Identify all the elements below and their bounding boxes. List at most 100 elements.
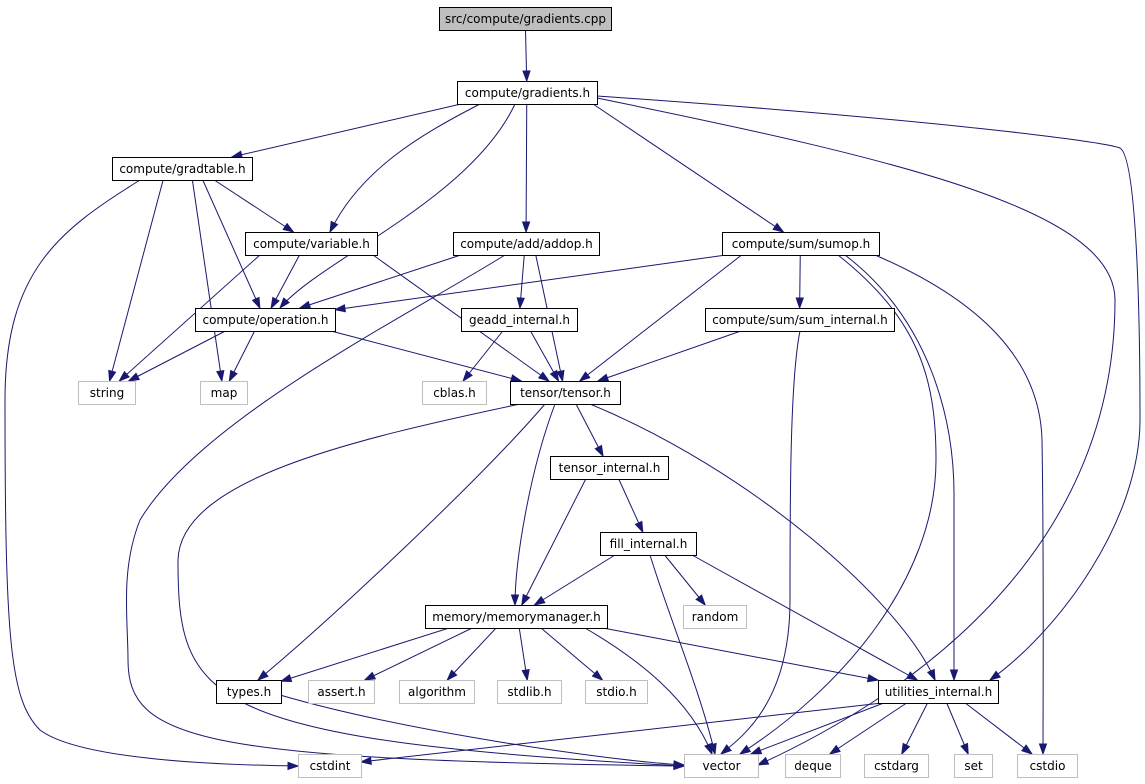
edge-variable_h-to-tensor_h — [372, 254, 551, 382]
node-set: set — [954, 754, 993, 778]
edge-fill_internal_h-to-random — [664, 554, 707, 607]
edge-memorymanager_h-to-stdlib_h — [518, 627, 530, 682]
arrowhead — [695, 594, 707, 607]
node-types-h[interactable]: types.h — [216, 680, 282, 704]
edge-geadd_internal_h-to-cblas_h — [462, 330, 504, 383]
node-box — [550, 456, 669, 480]
arrowhead — [1021, 744, 1034, 755]
arrowhead — [704, 742, 713, 756]
arrowhead — [108, 369, 117, 383]
edge-path — [534, 554, 616, 606]
node-box — [439, 7, 612, 31]
node-label: types.h — [227, 685, 271, 699]
node-label: compute/operation.h — [202, 313, 328, 327]
arrowhead — [363, 671, 377, 681]
edge-memorymanager_h-to-utilities_internal_h — [602, 627, 880, 683]
node-gradients-cpp[interactable]: src/compute/gradients.cpp — [439, 7, 612, 31]
node-label: random — [692, 610, 739, 624]
node-box — [308, 680, 375, 704]
edge-path — [514, 403, 556, 606]
arrowhead — [521, 668, 530, 682]
edge-sumop_h-to-sum_internal_h — [795, 254, 804, 310]
node-box — [705, 308, 895, 332]
node-box — [425, 605, 608, 629]
edge-fill_internal_h-to-utilities_internal_h — [691, 554, 919, 681]
node-sumop-h[interactable]: compute/sum/sumop.h — [722, 232, 880, 256]
node-addop-h[interactable]: compute/add/addop.h — [453, 232, 600, 256]
edge-path — [191, 179, 223, 382]
edge-path — [279, 103, 516, 309]
arrowhead — [279, 674, 293, 683]
node-label: cstdarg — [874, 759, 919, 773]
arrowhead — [828, 744, 841, 755]
node-fill-internal-h[interactable]: fill_internal.h — [600, 532, 697, 556]
node-label: cstdio — [1030, 759, 1066, 773]
edge-path — [446, 627, 497, 681]
edge-gradtable_h-to-variable_h — [213, 179, 295, 233]
node-label: algorithm — [408, 685, 466, 699]
edge-sumop_h-to-vector — [738, 254, 937, 755]
node-sum-internal-h[interactable]: compute/sum/sum_internal.h — [705, 308, 895, 332]
node-box — [200, 381, 248, 405]
node-memorymanager-h[interactable]: memory/memorymanager.h — [425, 605, 608, 629]
arrowhead — [949, 669, 959, 682]
edge-path — [540, 627, 603, 681]
edge-path — [589, 403, 936, 681]
node-box — [785, 754, 841, 778]
node-box — [1017, 754, 1078, 778]
edge-path — [829, 702, 907, 755]
arrowhead — [516, 297, 525, 310]
node-gradients-h[interactable]: compute/gradients.h — [457, 81, 598, 105]
edge-gradients_h-to-operation_h — [279, 103, 516, 310]
edge-path — [844, 254, 955, 681]
node-box — [399, 680, 475, 704]
edge-fill_internal_h-to-vector — [649, 554, 717, 756]
node-tensor-h[interactable]: tensor/tensor.h — [510, 381, 621, 405]
arrowhead — [251, 296, 261, 310]
arrowhead — [359, 756, 372, 765]
node-variable-h[interactable]: compute/variable.h — [245, 232, 378, 256]
edge-fill_internal_h-to-memorymanager_h — [533, 554, 616, 606]
node-operation-h[interactable]: compute/operation.h — [195, 308, 336, 332]
node-utilities-internal-h[interactable]: utilities_internal.h — [878, 680, 999, 704]
edge-path — [691, 554, 918, 681]
arrowhead — [216, 370, 225, 383]
node-cstdint: cstdint — [298, 754, 362, 778]
edge-memorymanager_h-to-assert_h — [363, 627, 473, 681]
edge-layer — [4, 29, 1141, 771]
node-label: compute/variable.h — [253, 237, 370, 251]
edge-memorymanager_h-to-algorithm — [446, 627, 497, 682]
node-cblas-h: cblas.h — [422, 381, 487, 405]
edge-gradients_cpp-to-gradients_h — [522, 29, 531, 83]
edge-tensor_internal_h-to-memorymanager_h — [521, 478, 587, 607]
arrowhead — [926, 668, 936, 682]
edge-path — [521, 478, 587, 606]
node-gradtable-h[interactable]: compute/gradtable.h — [112, 157, 253, 181]
edge-path — [231, 103, 462, 158]
arrowhead — [521, 593, 531, 607]
edge-addop_h-to-geadd_internal_h — [516, 254, 525, 310]
arrowhead — [1038, 743, 1048, 756]
node-stdio-h: stdio.h — [585, 680, 648, 704]
edge-utilities_internal_h-to-vector — [749, 702, 884, 755]
arrowhead — [510, 374, 523, 383]
node-box — [112, 157, 253, 181]
node-label: memory/memorymanager.h — [432, 610, 601, 624]
edge-gradtable_h-to-cstdint — [4, 179, 300, 771]
node-geadd-internal-h[interactable]: geadd_internal.h — [461, 308, 578, 332]
edge-gradients_h-to-variable_h — [329, 103, 481, 234]
node-box — [78, 381, 136, 405]
edge-path — [177, 403, 685, 767]
edge-path — [330, 330, 522, 382]
edge-path — [299, 254, 461, 309]
node-tensor-internal-h[interactable]: tensor_internal.h — [550, 456, 669, 480]
node-box — [684, 754, 759, 778]
edge-tensor_h-to-utilities_internal_h — [589, 403, 936, 682]
arrowhead — [287, 761, 300, 771]
edge-path — [874, 254, 1044, 755]
edge-path — [202, 179, 261, 309]
node-label: fill_internal.h — [610, 537, 688, 551]
edge-path — [750, 702, 884, 755]
edge-gradtable_h-to-map — [191, 179, 225, 383]
node-algorithm: algorithm — [399, 680, 475, 704]
